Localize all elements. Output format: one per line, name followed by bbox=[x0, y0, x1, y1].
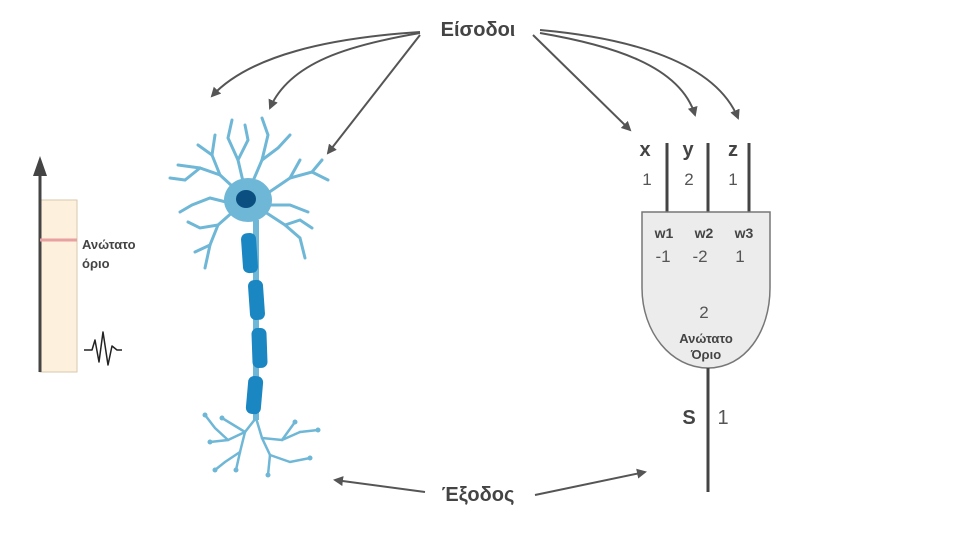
arrow-to-input-z bbox=[539, 29, 740, 120]
meter-threshold-label-line1: Ανώτατο bbox=[82, 237, 136, 252]
meter-axis-arrowhead bbox=[33, 156, 47, 176]
output-label: Έξοδος bbox=[441, 484, 515, 506]
weight-w1-value: -1 bbox=[655, 247, 671, 266]
terminal-dots bbox=[202, 412, 321, 478]
threshold-label-line2: Όριο bbox=[690, 347, 722, 362]
weight-w2-name: w2 bbox=[694, 225, 714, 241]
arrow-to-dendrite-3 bbox=[326, 34, 421, 155]
input-z-name: z bbox=[728, 139, 738, 161]
spike-signal bbox=[84, 331, 122, 366]
threshold-value: 2 bbox=[699, 303, 709, 322]
output-arrows bbox=[333, 468, 647, 496]
neuron-illustration bbox=[168, 116, 330, 478]
input-y-name: y bbox=[682, 139, 694, 161]
perceptron-body bbox=[641, 211, 771, 369]
perceptron bbox=[641, 143, 771, 492]
neuron-nucleus bbox=[236, 190, 256, 208]
input-y-value: 2 bbox=[684, 170, 694, 189]
input-arrows bbox=[210, 29, 740, 155]
arrow-to-input-x bbox=[532, 34, 632, 132]
output-name: S bbox=[682, 407, 696, 429]
arrow-to-input-y bbox=[539, 32, 698, 117]
threshold-label-line1: Ανώτατο bbox=[679, 331, 733, 346]
dendrites bbox=[168, 116, 330, 270]
weight-w3-value: 1 bbox=[735, 247, 745, 266]
arrow-to-axon-terminals bbox=[333, 476, 426, 493]
output-value: 1 bbox=[717, 407, 729, 429]
weight-w3-name: w3 bbox=[734, 225, 754, 241]
meter-bar bbox=[39, 199, 78, 373]
meter-threshold-label-line2: όριο bbox=[82, 256, 110, 271]
axon-terminals bbox=[203, 413, 320, 477]
myelin-sheaths bbox=[241, 232, 268, 415]
weight-w1-name: w1 bbox=[654, 225, 674, 241]
input-x-name: x bbox=[639, 139, 651, 161]
weight-w2-value: -2 bbox=[692, 247, 708, 266]
arrow-to-dendrite-1 bbox=[210, 31, 421, 98]
arrow-to-output-line bbox=[534, 468, 647, 496]
arrow-to-dendrite-2 bbox=[268, 32, 421, 110]
input-z-value: 1 bbox=[728, 170, 738, 189]
threshold-meter bbox=[33, 156, 122, 373]
input-x-value: 1 bbox=[642, 170, 652, 189]
inputs-label: Είσοδοι bbox=[440, 19, 516, 41]
